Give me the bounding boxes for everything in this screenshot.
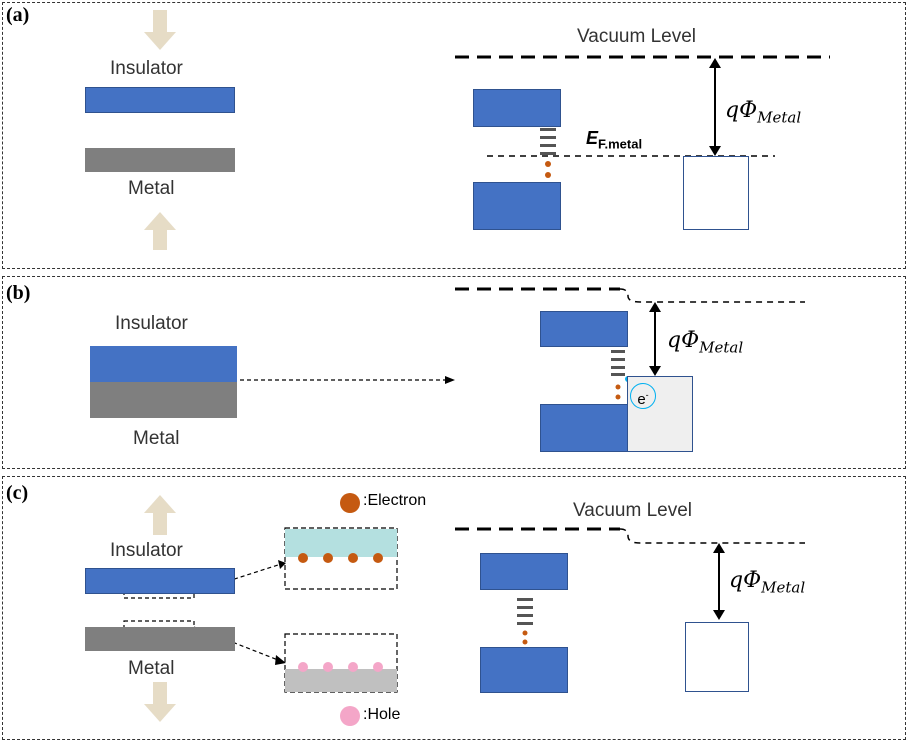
insulator-block-c (85, 568, 235, 594)
metal-band-c (685, 622, 749, 692)
panel-a (2, 2, 906, 269)
metal-band-a (683, 156, 749, 230)
valence-band-c (480, 647, 568, 693)
insulator-label-c: Insulator (110, 540, 183, 561)
work-function-label-b: qΦMetal (667, 328, 743, 356)
insulator-block-b (90, 346, 237, 382)
qphi-symbol: qΦ (667, 328, 700, 353)
fermi-symbol: E (586, 128, 599, 148)
contact-stack-b (90, 346, 237, 418)
panel-a-label: (a) (6, 4, 30, 26)
approach-arrow-up (144, 212, 176, 250)
metal-label-c: Metal (128, 658, 175, 679)
trap-states (540, 128, 556, 155)
conduction-band-c (480, 553, 568, 590)
metal-block-a (85, 148, 235, 172)
work-function-label-a: qΦMetal (725, 98, 801, 126)
electron-circle: e- (630, 383, 656, 409)
valence-band-a (473, 182, 561, 230)
panel-b (2, 276, 906, 469)
panel-c (2, 476, 906, 740)
approach-arrow-down (144, 10, 176, 50)
fermi-level-label: EF.metal (586, 128, 642, 152)
fermi-subscript: F.metal (598, 136, 643, 152)
conduction-band-b (540, 311, 628, 347)
conduction-band-a (473, 89, 561, 127)
qphi-subscript: Metal (757, 108, 802, 127)
legend-hole: :Hole (363, 706, 401, 723)
qphi-subscript: Metal (761, 578, 806, 597)
vacuum-level-label-c: Vacuum Level (573, 500, 692, 521)
metal-label-a: Metal (128, 178, 175, 199)
metal-label-b: Metal (133, 428, 180, 449)
panel-c-label: (c) (6, 482, 29, 504)
valence-band-b (540, 404, 628, 452)
vacuum-level-label-a: Vacuum Level (577, 26, 696, 47)
insulator-label-a: Insulator (110, 58, 183, 79)
qphi-subscript: Metal (699, 338, 744, 357)
electron-symbol: e (637, 391, 646, 408)
metal-block-c (85, 627, 235, 651)
panel-b-label: (b) (6, 282, 31, 304)
metal-block-b (90, 382, 237, 418)
legend-electron: :Electron (363, 492, 427, 509)
insulator-block-a (85, 87, 235, 113)
qphi-symbol: qΦ (725, 98, 758, 123)
work-function-label-c: qΦMetal (729, 568, 805, 596)
electron-dots (545, 161, 551, 178)
insulator-label-b: Insulator (115, 313, 188, 334)
qphi-symbol: qΦ (729, 568, 762, 593)
